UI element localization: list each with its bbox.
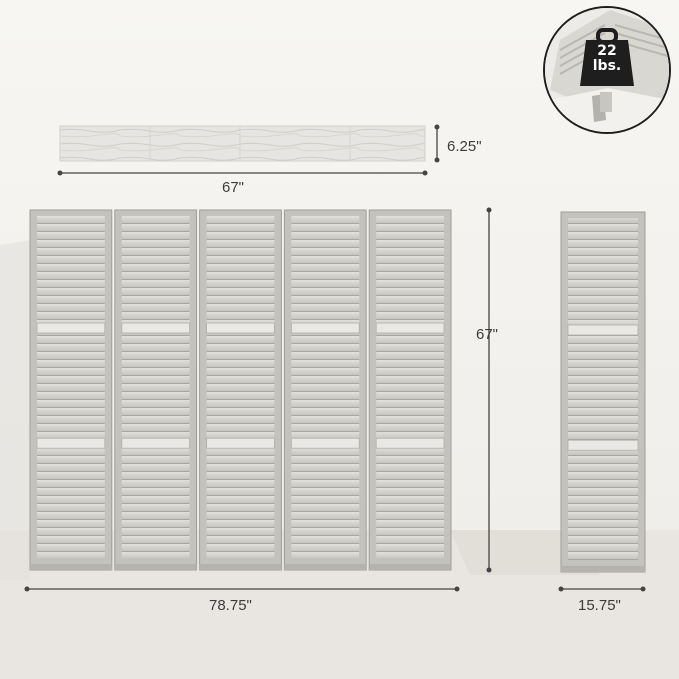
dim-endpoint xyxy=(558,586,564,592)
panel-foot xyxy=(561,566,645,572)
weight-value: 22 xyxy=(597,43,617,59)
louver-panel xyxy=(199,209,282,571)
louver-slats xyxy=(206,216,275,323)
louver-slats xyxy=(206,333,275,439)
dim-endpoint xyxy=(422,170,428,176)
dim-endpoint xyxy=(57,170,63,176)
panel-rail xyxy=(121,322,191,334)
top-plank xyxy=(59,125,426,162)
panel-rail xyxy=(36,437,106,449)
dim-label-total-width: 78.75" xyxy=(209,597,252,614)
louver-slats xyxy=(568,218,638,325)
wall-shadow xyxy=(0,240,30,580)
panel-rail xyxy=(567,324,639,336)
weight-unit: lbs. xyxy=(592,58,622,74)
louver-slats xyxy=(206,448,275,558)
dim-endpoint xyxy=(434,157,440,163)
louver-slats xyxy=(376,448,444,558)
louver-slats xyxy=(121,448,190,558)
louver-slats xyxy=(291,333,360,439)
dim-label-top-depth: 6.25" xyxy=(447,138,482,155)
panel-foot xyxy=(114,564,197,570)
louver-slats xyxy=(291,216,360,323)
panel-foot xyxy=(30,564,112,570)
panel-foot xyxy=(369,564,451,570)
weight-icon-handle xyxy=(596,28,618,44)
louver-slats xyxy=(568,335,638,441)
louver-slats xyxy=(37,216,105,323)
panel-rail xyxy=(36,322,106,334)
single-panel-view xyxy=(560,211,646,573)
dim-endpoint xyxy=(454,586,460,592)
dim-endpoint xyxy=(486,207,492,213)
panel-rail xyxy=(375,437,445,449)
louver-panel xyxy=(114,209,198,571)
room-divider-5-panel xyxy=(29,209,452,571)
panel-rail xyxy=(206,322,275,334)
weight-badge-text: 22 lbs. xyxy=(583,44,631,74)
louver-panel xyxy=(29,209,113,571)
panel-rail xyxy=(290,437,360,449)
louver-slats xyxy=(121,333,190,439)
louver-slats xyxy=(568,450,638,560)
dim-label-panel-width: 15.75" xyxy=(578,597,621,614)
panel-rail xyxy=(121,437,191,449)
weight-icon xyxy=(580,40,634,86)
panel-rail xyxy=(206,437,275,449)
louver-slats xyxy=(37,333,105,439)
panel-rail xyxy=(567,439,639,451)
louver-slats xyxy=(376,216,444,323)
louver-slats xyxy=(376,333,444,439)
panel-foot xyxy=(284,564,367,570)
panel-rail xyxy=(290,322,360,334)
weight-badge xyxy=(543,6,671,134)
dim-label-top-length: 67" xyxy=(222,179,245,196)
louver-panel xyxy=(560,211,646,573)
louver-panel xyxy=(368,209,452,571)
dim-endpoint xyxy=(640,586,646,592)
dim-endpoint xyxy=(486,567,492,573)
panel-foot xyxy=(199,564,282,570)
louver-slats xyxy=(291,448,360,558)
louver-panel xyxy=(283,209,367,571)
dim-endpoint xyxy=(24,586,30,592)
panel-rail xyxy=(375,322,445,334)
dim-endpoint xyxy=(434,124,440,130)
dim-label-height: 67" xyxy=(476,326,499,343)
louver-slats xyxy=(37,448,105,558)
louver-slats xyxy=(121,216,190,323)
